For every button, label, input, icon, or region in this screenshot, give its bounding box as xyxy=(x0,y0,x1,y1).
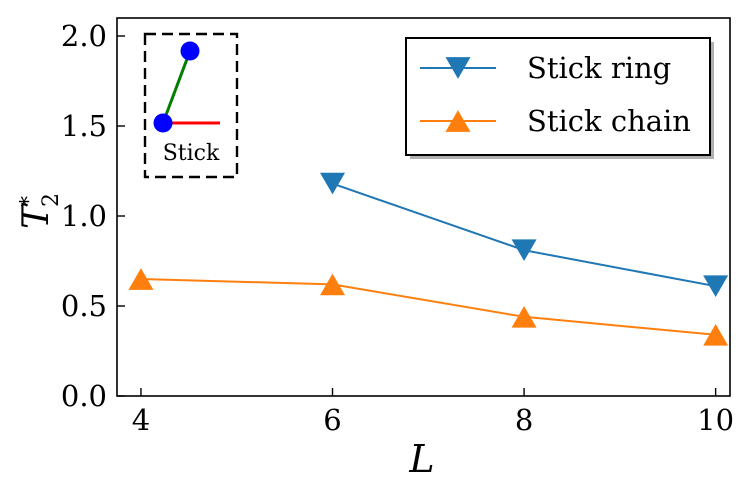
data-point-marker xyxy=(703,323,729,346)
y-axis-title: T * 2 xyxy=(16,193,64,229)
plot-area xyxy=(116,17,731,397)
inset-label: Stick xyxy=(163,141,220,166)
inset-frame xyxy=(143,32,239,179)
data-point-marker xyxy=(511,239,537,262)
series-stick-ring xyxy=(320,172,729,298)
series-stick-chain xyxy=(128,268,729,346)
legend-item-stick-ring: Stick ring xyxy=(420,51,671,85)
y-tick-label: 0.5 xyxy=(61,289,107,323)
legend-marker-triangle-down xyxy=(445,57,471,79)
data-point-marker xyxy=(128,268,154,290)
y-tick-label: 1.5 xyxy=(61,109,107,143)
legend-label: Stick chain xyxy=(527,104,691,138)
series-line xyxy=(140,278,716,336)
y-tick-label: 0.0 xyxy=(61,379,107,413)
data-point-marker xyxy=(320,273,346,296)
y-axis-title-subscript: 2 xyxy=(39,193,64,207)
x-axis-title: L xyxy=(408,437,434,481)
series-line xyxy=(332,182,716,288)
y-axis-title-base: T xyxy=(16,202,57,229)
series-layer xyxy=(128,172,729,346)
data-point-marker xyxy=(320,172,346,195)
legend-marker-triangle-up xyxy=(445,110,471,132)
legend-label: Stick ring xyxy=(527,51,671,85)
legend: Stick ring Stick chain xyxy=(405,37,714,159)
x-tick-label: 4 xyxy=(132,403,150,437)
inset: Stick xyxy=(143,32,239,179)
y-axis-title-superscript: * xyxy=(17,196,42,207)
y-tick-label: 1.0 xyxy=(61,199,107,233)
legend-box xyxy=(405,37,711,156)
legend-item-stick-chain: Stick chain xyxy=(420,104,691,138)
y-tick-label: 2.0 xyxy=(61,19,107,53)
axis-ticks: 4 6 8 10 0.0 0.5 1.0 1.5 2.0 xyxy=(61,19,734,437)
plot-frame xyxy=(116,17,731,397)
data-point-marker xyxy=(703,275,729,298)
inset-node xyxy=(180,41,200,61)
inset-bond-green xyxy=(161,50,192,124)
data-point-marker xyxy=(511,305,537,328)
x-tick-label: 10 xyxy=(697,403,734,437)
inset-node xyxy=(153,113,173,133)
x-tick-label: 6 xyxy=(323,403,341,437)
x-tick-label: 8 xyxy=(515,403,533,437)
